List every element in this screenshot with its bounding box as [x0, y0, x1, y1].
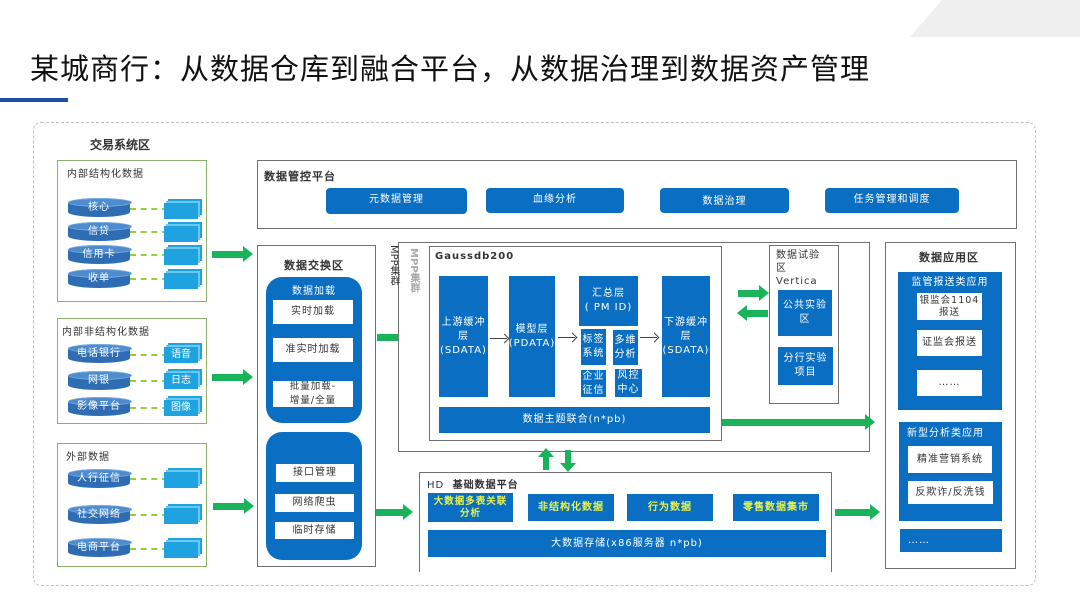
page-title: 某城商行：从数据仓库到融合平台，从数据治理到数据资产管理	[30, 52, 871, 86]
flow-arrow-up	[538, 448, 554, 470]
source-cylinder: 影像平台	[68, 397, 132, 416]
flow-arrow-thin	[490, 338, 507, 339]
external-data-title: 外部数据	[66, 452, 110, 463]
data-stack-icon	[164, 273, 198, 289]
unstructured-data: 非结构化数据	[528, 494, 614, 521]
behavior-data: 行为数据	[627, 494, 713, 521]
dashed-arrow	[130, 475, 171, 483]
model-layer: 模型层 (PDATA)	[509, 276, 555, 397]
downstream-buffer-layer: 下游缓冲 层 (SDATA)	[662, 276, 710, 397]
csrc-report[interactable]: 证监会报送	[917, 330, 982, 356]
hd-platform-title: HD 基础数据平台	[427, 476, 519, 491]
data-lab-title: 数据试验 区 Vertica	[776, 250, 820, 287]
flow-arrow-right	[213, 498, 254, 514]
tag-system: 标签 系统	[581, 329, 606, 365]
data-subject-federation: 数据主题联合(n*pb)	[439, 407, 710, 433]
diagram-frame	[33, 122, 1036, 586]
hd-base-platform: HD 基础数据平台	[419, 472, 832, 572]
voice-data-icon: 语音	[164, 347, 198, 363]
source-cylinder: 社交网络	[68, 505, 132, 524]
anti-fraud-aml[interactable]: 反欺诈/反洗钱	[908, 481, 993, 504]
dashed-arrow	[130, 251, 171, 259]
flow-arrow-right	[835, 504, 880, 520]
regulatory-apps-title: 监管报送类应用	[911, 277, 989, 288]
web-crawler: 网络爬虫	[275, 494, 354, 512]
flow-arrow-right	[212, 246, 253, 262]
public-lab: 公共实验 区	[778, 290, 832, 336]
flow-arrow-right	[738, 285, 769, 301]
big-data-multi-table-analysis: 大数据多表关联 分析	[428, 493, 513, 522]
data-loading-title: 数据加载	[292, 286, 336, 297]
branch-lab-project: 分行实验 项目	[778, 347, 833, 385]
source-cylinder: 信贷	[68, 222, 132, 241]
data-stack-icon	[164, 203, 198, 219]
data-stack-icon	[164, 472, 198, 488]
image-data-icon: 图像	[164, 400, 198, 416]
data-stack-icon	[164, 226, 198, 242]
internal-unstructured-title: 内部非结构化数据	[62, 327, 150, 338]
dashed-arrow	[130, 545, 171, 553]
upstream-buffer-layer: 上游缓冲 层 (SDATA)	[439, 276, 488, 397]
mpp-cluster-label: MPP集群	[388, 245, 399, 286]
data-stack-icon	[164, 542, 198, 558]
source-cylinder: 电话银行	[68, 344, 132, 363]
gaussdb-title: Gaussdb200	[435, 251, 515, 262]
temporary-storage: 临时存储	[275, 522, 354, 539]
data-stack-icon	[164, 508, 198, 524]
dashed-arrow	[130, 205, 171, 213]
source-cylinder: 人行征信	[68, 469, 132, 488]
big-data-storage: 大数据存储(x86服务器 n*pb)	[428, 530, 826, 557]
near-realtime-loading: 准实时加载	[273, 338, 353, 362]
flow-arrow-right	[722, 414, 875, 430]
mpp-cluster-label-faded: MPP集群	[408, 248, 419, 293]
governance-platform-title: 数据管控平台	[264, 170, 336, 183]
flow-arrow-down	[560, 450, 576, 472]
analytics-apps-title: 新型分析类应用	[907, 428, 984, 439]
log-data-icon: 日志	[164, 373, 198, 389]
trading-zone-label: 交易系统区	[90, 138, 151, 152]
source-cylinder: 网银	[68, 371, 132, 390]
dashed-arrow	[130, 228, 171, 236]
flow-arrow-left	[737, 305, 768, 321]
dashed-arrow	[130, 377, 171, 385]
cbrc-1104-report[interactable]: 银监会1104 报送	[917, 293, 982, 320]
interface-management: 接口管理	[276, 464, 354, 482]
source-cylinder: 核心	[68, 198, 132, 217]
application-zone-title: 数据应用区	[919, 251, 979, 264]
precision-marketing-system[interactable]: 精准营销系统	[908, 446, 992, 473]
corner-decoration	[910, 0, 1080, 37]
module-data-governance[interactable]: 数据治理	[660, 188, 789, 213]
source-cylinder: 电商平台	[68, 538, 132, 557]
risk-control-center: 风控 中心	[615, 369, 642, 397]
module-lineage-analysis[interactable]: 血缘分析	[486, 188, 624, 213]
flow-arrow-thin	[640, 337, 657, 338]
dashed-arrow	[130, 511, 171, 519]
flow-arrow-right	[376, 504, 413, 520]
dashed-arrow	[130, 275, 171, 283]
retail-data-mart: 零售数据集市	[733, 494, 819, 521]
module-task-scheduling[interactable]: 任务管理和调度	[825, 188, 959, 213]
regulatory-more[interactable]: ……	[917, 370, 982, 396]
module-metadata-management[interactable]: 元数据管理	[326, 188, 467, 214]
batch-loading: 批量加载- 增量/全量	[273, 381, 353, 407]
source-cylinder: 信用卡	[68, 245, 132, 264]
multidimensional-analysis: 多维 分析	[613, 330, 638, 365]
title-underline	[0, 98, 68, 102]
enterprise-credit: 企业 征信	[581, 370, 606, 397]
hd-title-text: 基础数据平台	[452, 480, 519, 491]
flow-arrow-thin	[558, 337, 575, 338]
exchange-zone-title: 数据交换区	[284, 259, 344, 272]
flow-arrow-right	[212, 369, 253, 385]
dashed-arrow	[130, 351, 171, 359]
hd-prefix: HD	[427, 480, 445, 491]
realtime-loading: 实时加载	[273, 300, 353, 324]
internal-structured-title: 内部结构化数据	[67, 169, 144, 180]
applications-more[interactable]: ……	[900, 529, 1002, 552]
summary-layer: 汇总层 ( PM ID)	[579, 276, 638, 326]
dashed-arrow	[130, 404, 171, 412]
data-stack-icon	[164, 249, 198, 265]
source-cylinder: 收单	[68, 269, 132, 288]
